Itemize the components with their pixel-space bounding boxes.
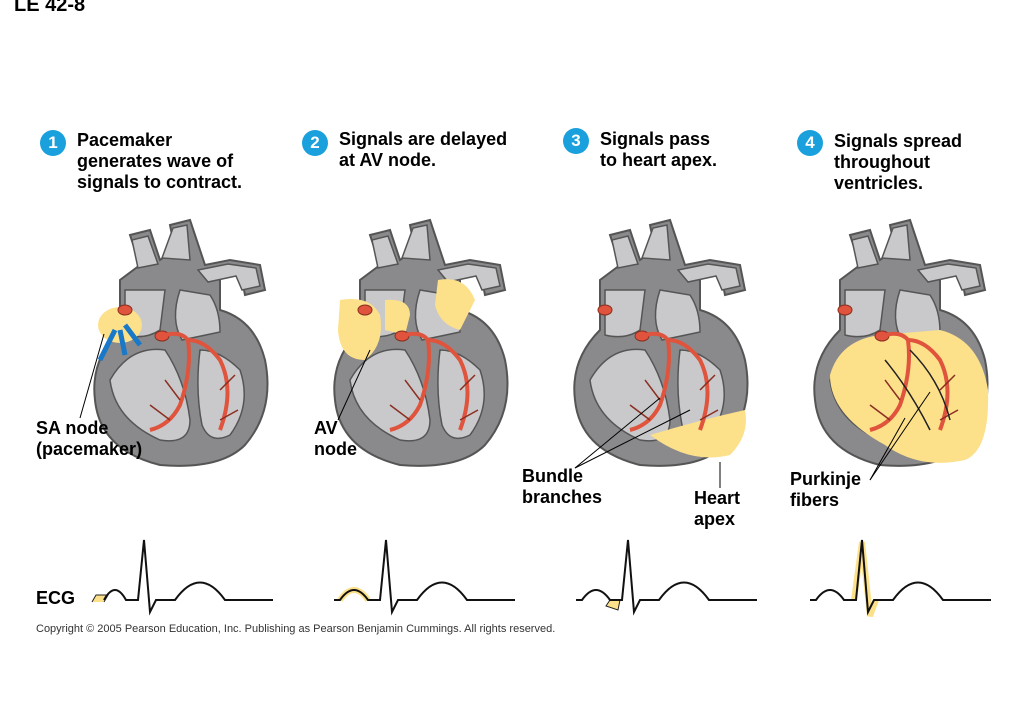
ecg-trace-3 — [576, 539, 757, 616]
sa-node-label: SA node(pacemaker) — [36, 418, 143, 459]
figure-label: LE 42-8 — [14, 0, 86, 16]
heart-diagram-1 — [93, 219, 269, 467]
ventricle-signal-area — [830, 330, 989, 463]
step-number-badge: 3 — [563, 128, 589, 154]
step-number-badge: 2 — [302, 130, 328, 156]
atrial-signal-mid — [385, 299, 410, 335]
step-number-badge: 4 — [797, 130, 823, 156]
ecg-trace-1 — [91, 539, 273, 616]
copyright-notice: Copyright © 2005 Pearson Education, Inc.… — [36, 623, 556, 635]
heart-diagram-4 — [813, 219, 989, 467]
heart-diagram-2 — [333, 219, 509, 467]
ecg-label: ECG — [36, 588, 76, 608]
signal-arrows — [97, 323, 142, 362]
atrial-signal-left — [338, 299, 381, 360]
ecg-trace-4 — [810, 539, 991, 618]
step-number-badge: 1 — [40, 130, 66, 156]
apex-signal-area — [650, 410, 746, 458]
heart-diagram-3 — [573, 219, 749, 467]
atrial-signal-right — [435, 279, 475, 330]
purkinje-lines — [884, 349, 951, 431]
ecg-trace-2 — [334, 539, 515, 616]
